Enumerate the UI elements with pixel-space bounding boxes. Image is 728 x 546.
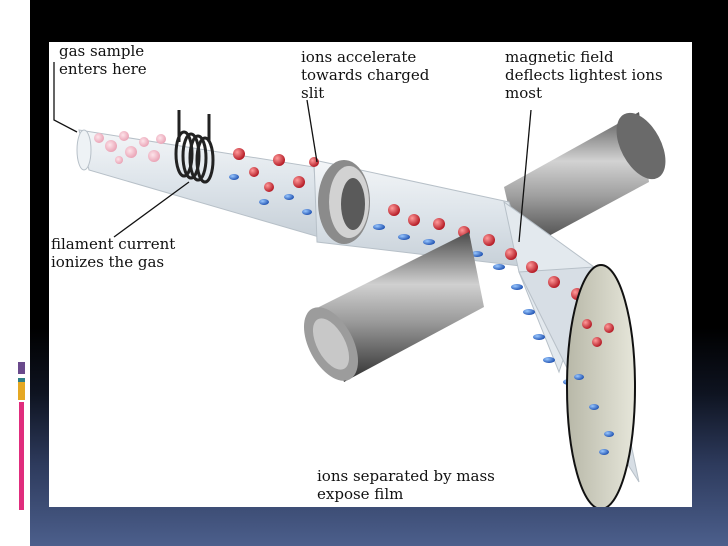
diagram-graphic [53,62,666,507]
label-filament-current: filament current ionizes the gas [51,235,176,271]
label-magnetic-field: magnetic field deflects lightest ions mo… [505,48,663,102]
gas-particles [94,131,166,164]
mass-spectrometer-diagram: gas sample enters here ions accelerate t… [49,42,692,507]
lower-magnet [303,232,484,382]
leader-lines [53,62,532,243]
charged-slit [318,160,370,244]
decor-bar [24,52,27,86]
decor-bar [20,48,23,86]
decor-bar [14,50,18,88]
filament-coil [174,110,215,184]
photographic-film [566,264,636,507]
accent-pink [19,402,24,510]
accent-gold [18,382,25,400]
left-white-strip [0,0,30,546]
accent-purple [18,362,25,374]
label-ions-accelerate: ions accelerate towards charged slit [301,48,430,102]
label-ions-separated: ions separated by mass expose film [317,467,495,503]
label-gas-sample: gas sample enters here [59,42,147,78]
upper-magnet [504,112,666,252]
